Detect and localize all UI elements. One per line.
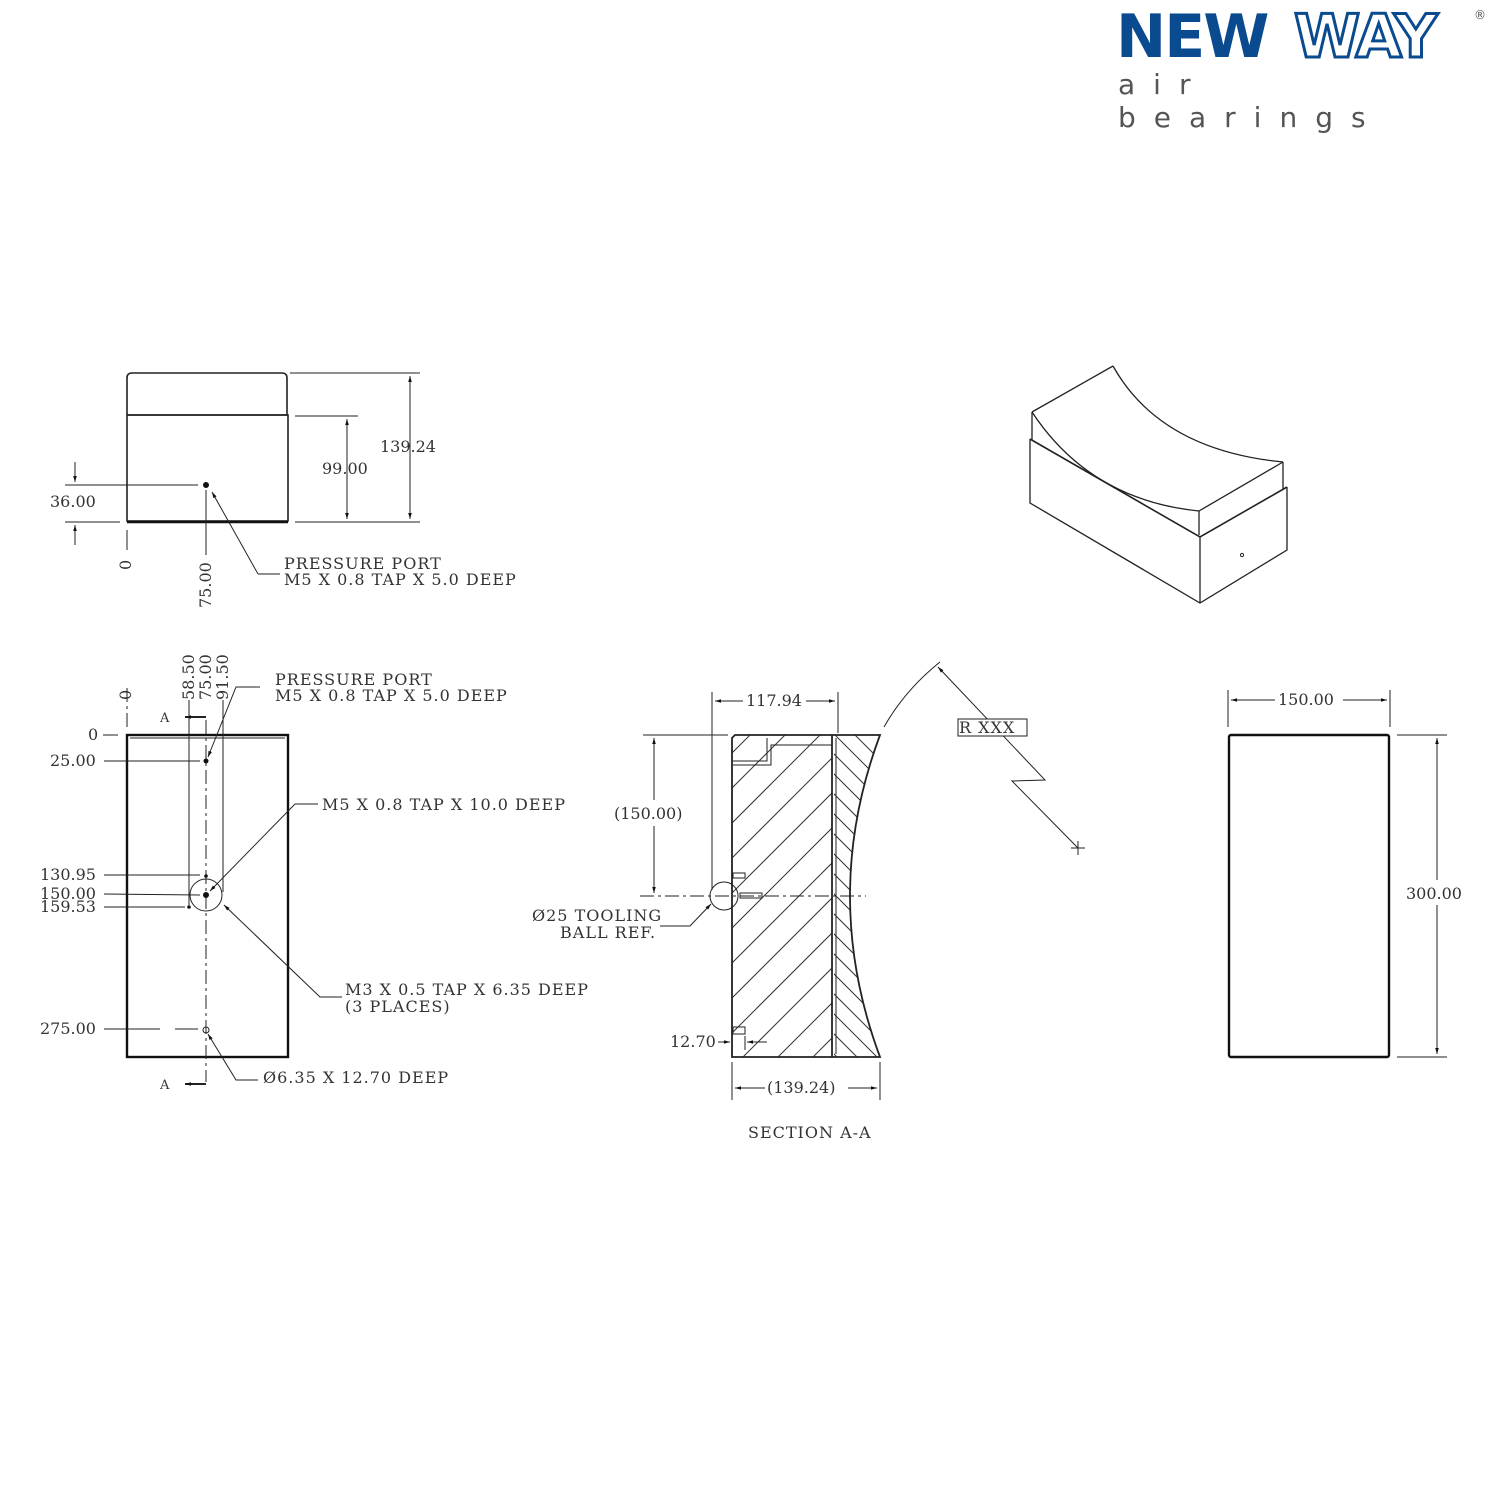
note-pressure-port-line1: PRESSURE PORT — [275, 670, 433, 689]
dim-half-length: (150.00) — [614, 804, 682, 823]
dim-top-width: 117.94 — [746, 691, 802, 710]
tooling-ball-line2: BALL REF. — [560, 923, 656, 942]
logo-brand-solid: NEW — [1116, 2, 1269, 72]
radius-label: R XXX — [959, 718, 1015, 737]
isometric-view — [1029, 365, 1288, 604]
registered-mark: ® — [1474, 8, 1486, 22]
dim-end-width: 150.00 — [1278, 690, 1334, 709]
logo-tagline: air bearings — [1118, 68, 1384, 134]
section-marker-top: A — [159, 711, 170, 726]
dim-port-x: 75.00 — [196, 562, 215, 608]
dim-port-height: 36.00 — [50, 492, 96, 511]
dim-x-75-00: 75.00 — [196, 654, 215, 700]
tooling-ball-line1: Ø25 TOOLING — [532, 906, 662, 925]
dim-y-159-53: 159.53 — [40, 897, 96, 916]
side-note-line2: M5 X 0.8 TAP X 5.0 DEEP — [284, 570, 517, 589]
logo-brand-outline: WAY — [1293, 2, 1440, 72]
dim-origin-x: 0 — [116, 560, 135, 570]
dim-end-length: 300.00 — [1406, 884, 1462, 903]
dim-base-height: 99.00 — [322, 459, 368, 478]
newway-logo: NEW WAY ® air bearings — [1116, 2, 1496, 135]
dim-overall-height: 139.24 — [380, 437, 436, 456]
dim-y-150-00: 150.00 — [40, 884, 96, 903]
dim-x-91-50: 91.50 — [213, 654, 232, 700]
note-m3-tap-line1: M3 X 0.5 TAP X 6.35 DEEP — [345, 980, 589, 999]
dim-x-0: 0 — [116, 690, 135, 700]
note-pressure-port-line2: M5 X 0.8 TAP X 5.0 DEEP — [275, 686, 508, 705]
dim-overall-width: (139.24) — [767, 1078, 835, 1097]
dim-x-58-50: 58.50 — [179, 654, 198, 700]
section-title: SECTION A-A — [748, 1123, 872, 1142]
side-note-line1: PRESSURE PORT — [284, 554, 442, 573]
note-m3-tap-line2: (3 PLACES) — [345, 997, 451, 1016]
bottom-view — [103, 686, 342, 1086]
note-center-tap: M5 X 0.8 TAP X 10.0 DEEP — [322, 795, 566, 814]
dim-y-275-00: 275.00 — [40, 1019, 96, 1038]
note-hole: Ø6.35 X 12.70 DEEP — [263, 1068, 449, 1087]
dim-y-0: 0 — [88, 725, 98, 744]
dim-y-130-95: 130.95 — [40, 865, 96, 884]
dim-hole-offset: 12.70 — [670, 1032, 716, 1051]
side-view — [65, 372, 420, 575]
end-view — [1227, 690, 1447, 1059]
dim-y-25-00: 25.00 — [50, 751, 96, 770]
section-marker-bottom: A — [159, 1078, 170, 1093]
